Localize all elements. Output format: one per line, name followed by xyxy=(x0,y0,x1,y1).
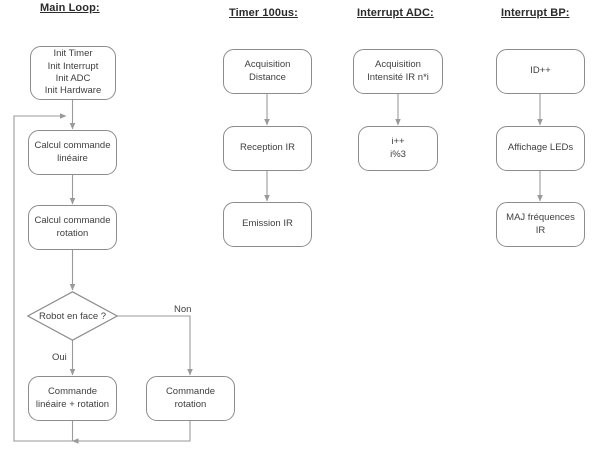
node-init-label: Init Timer Init Interrupt Init ADC Init … xyxy=(44,48,102,97)
node-calcul-commande-lineaire[interactable]: Calcul commande linéaire xyxy=(28,130,117,175)
edge-decision-non-to-commande-rotation xyxy=(117,315,193,376)
node-maj-frequences-ir-label: MAJ fréquences IR xyxy=(506,212,575,236)
node-increment-modulo-label: i++ i%3 xyxy=(390,136,406,160)
column-title-interrupt-bp: Interrupt BP: xyxy=(501,7,570,19)
node-increment-modulo[interactable]: i++ i%3 xyxy=(358,126,438,171)
node-commande-lineaire-rotation[interactable]: Commande linéaire + rotation xyxy=(28,376,117,421)
node-acquisition-distance[interactable]: Acquisition Distance xyxy=(223,49,312,94)
node-emission-ir-label: Emission IR xyxy=(242,218,293,230)
column-title-timer-100us: Timer 100us: xyxy=(229,7,298,19)
node-id-increment-label: ID++ xyxy=(530,65,551,77)
node-emission-ir[interactable]: Emission IR xyxy=(223,202,312,247)
node-acquisition-intensite-ir-label: Acquisition Intensité IR n*i xyxy=(367,59,429,83)
node-calcul-commande-rotation[interactable]: Calcul commande rotation xyxy=(28,205,117,250)
node-maj-frequences-ir[interactable]: MAJ fréquences IR xyxy=(496,202,585,247)
node-acquisition-intensite-ir[interactable]: Acquisition Intensité IR n*i xyxy=(353,49,443,94)
node-reception-ir-label: Reception IR xyxy=(240,142,295,154)
node-decision-label: Robot en face ? xyxy=(38,310,107,322)
node-id-increment[interactable]: ID++ xyxy=(496,49,585,94)
node-acquisition-distance-label: Acquisition Distance xyxy=(244,59,291,83)
node-commande-rotation[interactable]: Commande rotation xyxy=(146,376,235,421)
node-calcul-commande-rotation-label: Calcul commande rotation xyxy=(34,215,111,239)
column-title-main-loop: Main Loop: xyxy=(40,2,100,14)
node-commande-rotation-label: Commande rotation xyxy=(165,386,216,410)
node-init[interactable]: Init Timer Init Interrupt Init ADC Init … xyxy=(30,46,116,100)
node-commande-lineaire-rotation-label: Commande linéaire + rotation xyxy=(35,386,110,410)
diamond-shape xyxy=(27,291,118,341)
column-title-interrupt-adc: Interrupt ADC: xyxy=(357,7,434,19)
node-reception-ir[interactable]: Reception IR xyxy=(223,126,312,171)
edge-label-non: Non xyxy=(174,304,192,315)
node-calcul-commande-lineaire-label: Calcul commande linéaire xyxy=(34,140,111,164)
edge-label-oui: Oui xyxy=(52,352,67,363)
edge-commande-rotation-to-merge xyxy=(78,421,191,442)
node-affichage-leds-label: Affichage LEDs xyxy=(507,142,574,154)
node-decision-robot-en-face[interactable]: Robot en face ? xyxy=(27,291,118,341)
node-affichage-leds[interactable]: Affichage LEDs xyxy=(496,126,585,171)
